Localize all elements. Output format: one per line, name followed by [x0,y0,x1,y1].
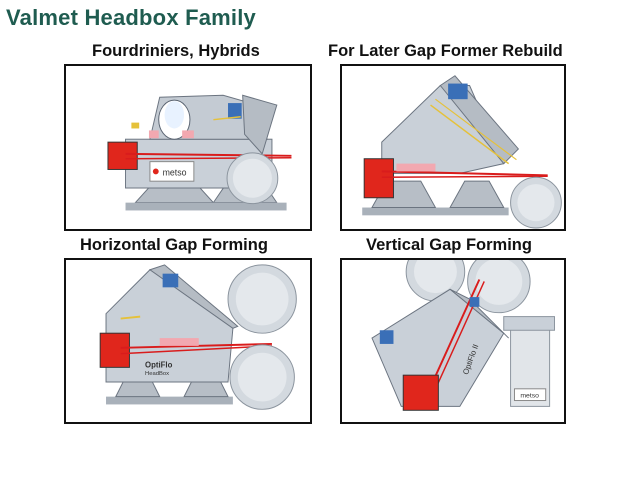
vertical-gap-drawing: metso OptiFlo II [371,260,555,411]
metso-logo-text: metso [163,167,187,177]
optiflo-brand-sub: HeadBox [145,371,169,377]
horizontal-gap-drawing: OptiFlo HeadBox [99,264,297,410]
caption-horizontal-gap: Horizontal Gap Forming [80,236,268,254]
panel-horizontal-gap: OptiFlo HeadBox [64,258,312,424]
fourdrinier-headbox-drawing: metso [107,94,292,211]
caption-gap-former-rebuild: For Later Gap Former Rebuild [328,42,563,60]
optiflo-brand-text: OptiFlo [145,360,173,369]
gap-former-rebuild-drawing [362,75,562,229]
panel-fourdriniers: metso [64,64,312,231]
page-title: Valmet Headbox Family [6,5,256,30]
panel-gap-former-rebuild [340,64,566,231]
caption-vertical-gap: Vertical Gap Forming [366,236,532,254]
metso-logo-text-2: metso [520,393,539,400]
panel-vertical-gap: metso OptiFlo II [340,258,566,424]
caption-fourdriniers: Fourdriniers, Hybrids [92,42,260,60]
